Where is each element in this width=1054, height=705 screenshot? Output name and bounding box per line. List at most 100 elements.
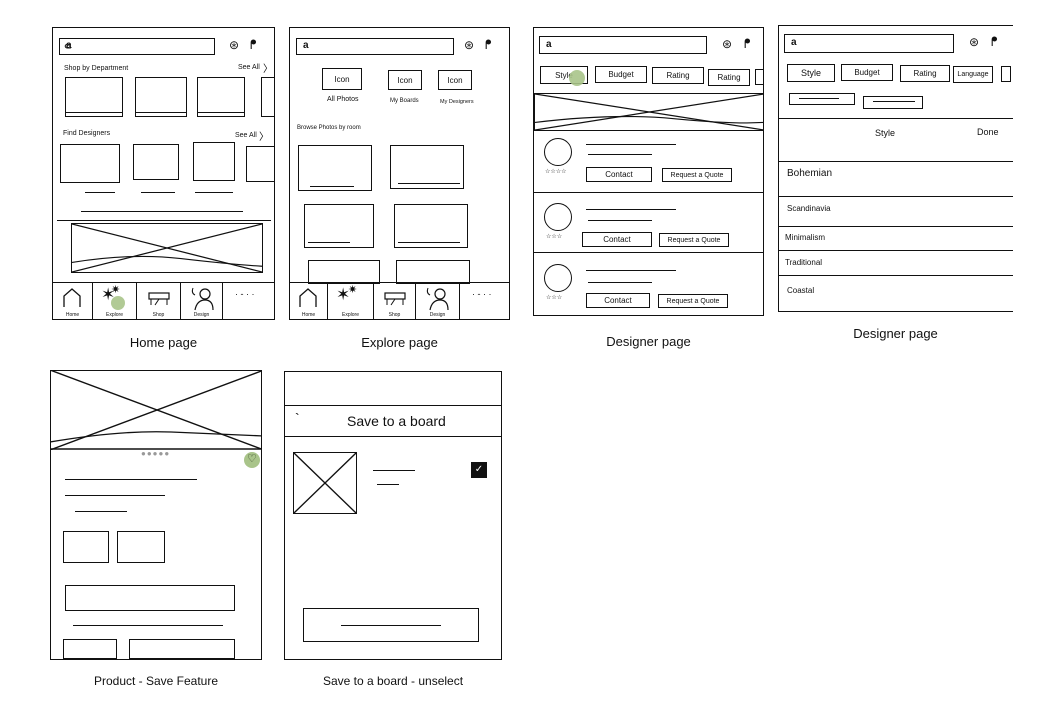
all-photos-icon-tile[interactable]: Icon (322, 68, 362, 90)
filter-style[interactable]: Style (787, 64, 835, 82)
home-icon (63, 288, 81, 307)
browse-photos-label: Browse Photos by room (297, 125, 361, 131)
room-photo-card[interactable] (298, 145, 372, 191)
style-sheet-title: Style (875, 128, 896, 138)
designer-page-frame: a ⊛ ᖰ Style Budget Rating Rating ☆☆☆☆ Co… (533, 27, 764, 316)
save-button[interactable] (303, 608, 479, 642)
rating-stars: ☆☆☆ (546, 234, 563, 240)
room-photo-card[interactable] (394, 204, 468, 248)
rating-stars: ☆☆☆ (546, 295, 563, 301)
tap-indicator (569, 70, 585, 86)
filter-budget[interactable]: Budget (595, 66, 647, 83)
chevron-right-icon[interactable]: 〉 (263, 64, 273, 75)
style-option-scandinavia[interactable]: Scandinavia (787, 204, 831, 213)
rating-stars: ☆☆☆☆ (545, 169, 567, 175)
my-boards-icon-tile[interactable]: Icon (388, 70, 422, 90)
designer-card[interactable] (246, 146, 274, 182)
see-all-link[interactable]: See All (235, 132, 257, 139)
nav-home[interactable]: Home (290, 283, 328, 319)
filter-rating-2[interactable]: Rating (708, 69, 750, 86)
department-card[interactable] (65, 77, 123, 117)
nav-more[interactable]: · - · · (460, 283, 509, 319)
contact-button[interactable]: Contact (586, 293, 650, 308)
carousel-dots[interactable]: ●●●●● (141, 449, 171, 458)
contact-button[interactable]: Contact (582, 232, 652, 247)
search-icon: a (791, 37, 797, 48)
designer-card[interactable] (60, 144, 120, 183)
nav-shop[interactable]: Shop (137, 283, 181, 319)
search-bar[interactable]: a (539, 36, 707, 54)
contact-button[interactable]: Contact (586, 167, 652, 182)
department-card[interactable] (197, 77, 245, 117)
request-quote-button[interactable]: Request a Quote (662, 168, 732, 182)
see-all-link[interactable]: See All (238, 64, 260, 71)
filter-rating[interactable]: Rating (900, 65, 950, 82)
cart-icon[interactable]: ᖰ (250, 37, 257, 52)
filter-budget[interactable]: Budget (841, 64, 893, 81)
filter-more[interactable] (755, 69, 763, 85)
sofa-icon (384, 292, 406, 306)
board-checkbox[interactable]: ✓ (471, 462, 487, 478)
designer-card[interactable] (193, 142, 235, 181)
selected-chip[interactable] (863, 96, 923, 109)
nav-home[interactable]: Home (53, 283, 93, 319)
variant-option[interactable] (63, 531, 109, 563)
filter-more[interactable] (1001, 66, 1011, 82)
variant-option[interactable] (117, 531, 165, 563)
room-photo-card[interactable] (304, 204, 374, 248)
search-bar[interactable]: a (784, 34, 954, 53)
selected-chip[interactable] (789, 93, 855, 105)
my-designers-icon-tile[interactable]: Icon (438, 70, 472, 90)
nav-design[interactable]: Design (181, 283, 223, 319)
filter-rating[interactable]: Rating (652, 67, 704, 84)
nav-explore[interactable]: ✶ ✷ Explore (328, 283, 374, 319)
caption-explore: Explore page (361, 335, 438, 350)
account-icon[interactable]: ⊛ (722, 37, 733, 51)
search-icon: ⊂ (64, 41, 72, 51)
cart-icon[interactable]: ᖰ (991, 34, 998, 49)
style-option-bohemian[interactable]: Bohemian (787, 168, 833, 179)
room-photo-card[interactable] (390, 145, 464, 189)
done-button[interactable]: Done (977, 127, 999, 137)
designer-idea-icon (191, 287, 214, 311)
style-option-minimalism[interactable]: Minimalism (785, 233, 825, 242)
room-photo-card[interactable] (308, 260, 380, 284)
back-icon[interactable]: ` (295, 410, 300, 426)
nav-more[interactable]: · - · · (223, 283, 274, 319)
style-option-coastal[interactable]: Coastal (787, 286, 815, 295)
style-option-traditional[interactable]: Traditional (785, 258, 823, 267)
sparkle-icon: ✷ (348, 284, 358, 296)
room-photo-card[interactable] (396, 260, 470, 284)
cart-icon[interactable]: ᖰ (485, 37, 492, 52)
secondary-button[interactable] (129, 639, 235, 659)
designer-card[interactable] (133, 144, 179, 180)
search-bar[interactable]: ⊂a (59, 38, 215, 55)
account-icon[interactable]: ⊛ (969, 35, 980, 49)
designer-avatar[interactable] (544, 264, 572, 292)
nav-design[interactable]: Design (416, 283, 460, 319)
nav-explore[interactable]: ✶ ✷ Explore (93, 283, 137, 319)
my-boards-label: My Boards (390, 98, 419, 104)
account-icon[interactable]: ⊛ (229, 38, 240, 52)
cart-icon[interactable]: ᖰ (744, 36, 751, 51)
search-magnifier-icon: a (66, 40, 72, 51)
filter-language[interactable]: Language (953, 66, 993, 83)
bottom-nav: Home ✶ ✷ Explore Shop Design · - · · (53, 282, 274, 319)
request-quote-button[interactable]: Request a Quote (659, 233, 729, 247)
designer-avatar[interactable] (544, 203, 572, 231)
nav-shop[interactable]: Shop (374, 283, 416, 319)
search-bar[interactable]: a (296, 38, 454, 55)
heart-save-icon[interactable]: ♡ (244, 452, 260, 468)
chevron-right-icon[interactable]: 〉 (259, 132, 269, 143)
account-icon[interactable]: ⊛ (464, 38, 475, 52)
secondary-button[interactable] (63, 639, 117, 659)
designer-avatar[interactable] (544, 138, 572, 166)
department-card[interactable] (135, 77, 187, 117)
sofa-icon (148, 292, 170, 306)
save-board-frame: ` Save to a board ✓ (284, 371, 502, 660)
request-quote-button[interactable]: Request a Quote (658, 294, 728, 308)
find-designers-label: Find Designers (63, 130, 111, 137)
add-to-cart-button[interactable] (65, 585, 235, 611)
search-icon: a (303, 40, 309, 51)
department-card[interactable] (261, 77, 274, 117)
